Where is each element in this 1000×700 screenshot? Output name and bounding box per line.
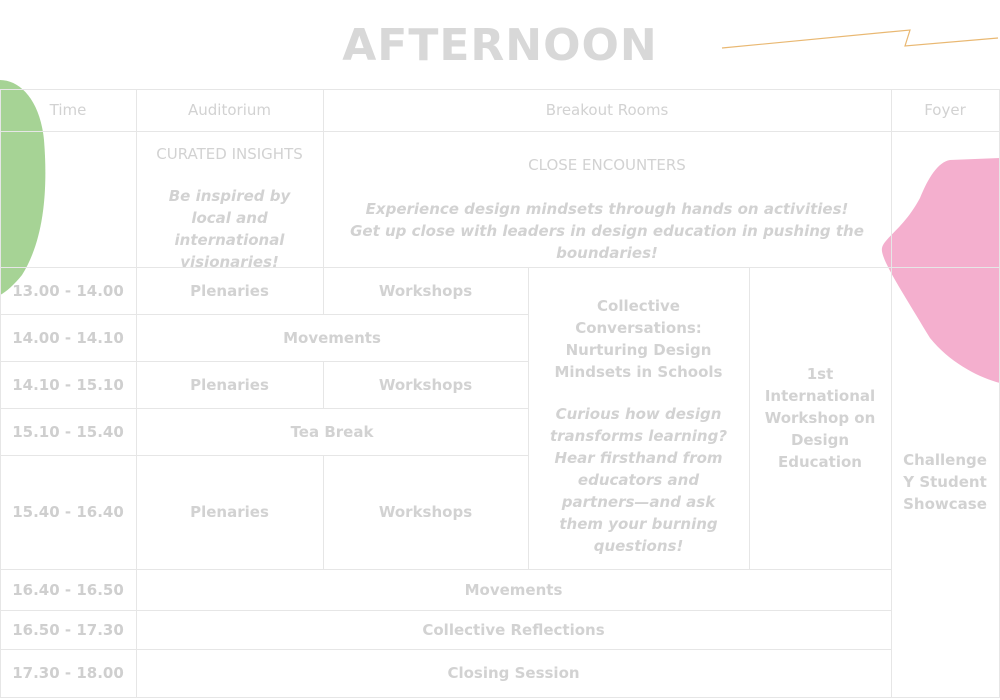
curated-insights-title: CURATED INSIGHTS	[156, 145, 303, 163]
time-slot: 16.40 - 16.50	[12, 580, 124, 599]
time-slot: 15.40 - 16.40	[12, 503, 124, 521]
session-plenaries: Plenaries	[190, 281, 269, 300]
time-slot: 17.30 - 18.00	[12, 664, 124, 682]
session-tea-break: Tea Break	[290, 422, 374, 441]
squiggle-decoration	[721, 29, 999, 49]
session-workshops: Workshops	[378, 281, 473, 300]
session-closing: Closing Session	[447, 664, 580, 682]
intl-workshop-design-education: 1st International Workshop on Design Edu…	[764, 365, 876, 471]
page-title: AFTERNOON	[342, 20, 658, 71]
header-breakout-rooms: Breakout Rooms	[545, 101, 669, 119]
time-slot: 14.10 - 15.10	[12, 375, 124, 394]
session-movements: Movements	[283, 328, 381, 347]
session-movements: Movements	[464, 580, 563, 599]
close-encounters-desc-2: Get up close with leaders in design educ…	[350, 222, 864, 262]
curated-insights-desc: Be inspired by local and international v…	[168, 187, 291, 271]
green-blob-decoration	[0, 80, 46, 295]
pink-blob-decoration	[881, 158, 1000, 383]
session-collective-reflections: Collective Reflections	[422, 620, 605, 639]
time-slot: 14.00 - 14.10	[12, 328, 124, 347]
session-workshops: Workshops	[378, 503, 473, 521]
curated-insights-cell: CURATED INSIGHTS Be inspired by local an…	[136, 131, 323, 271]
time-slot: 16.50 - 17.30	[12, 620, 124, 639]
header-time: Time	[49, 101, 87, 119]
collective-conversations-desc: Curious how design transforms learning? …	[549, 405, 728, 555]
session-plenaries: Plenaries	[190, 375, 269, 394]
header-auditorium: Auditorium	[188, 101, 271, 119]
close-encounters-title: CLOSE ENCOUNTERS	[528, 156, 686, 174]
time-slot: 13.00 - 14.00	[12, 281, 124, 300]
close-encounters-cell: CLOSE ENCOUNTERS Experience design minds…	[323, 131, 891, 267]
close-encounters-desc-1: Experience design mindsets through hands…	[365, 200, 849, 218]
schedule-grid: Time Auditorium Breakout Rooms Foyer CUR…	[0, 89, 1000, 698]
header-foyer: Foyer	[924, 101, 966, 119]
session-plenaries: Plenaries	[190, 503, 269, 521]
challenge-y-showcase: Challenge Y Student Showcase	[903, 451, 987, 513]
collective-conversations-title: Collective Conversations: Nurturing Desi…	[554, 297, 723, 381]
time-slot: 15.10 - 15.40	[12, 422, 124, 441]
collective-conversations-cell: Collective Conversations: Nurturing Desi…	[528, 267, 749, 569]
session-workshops: Workshops	[378, 375, 473, 394]
